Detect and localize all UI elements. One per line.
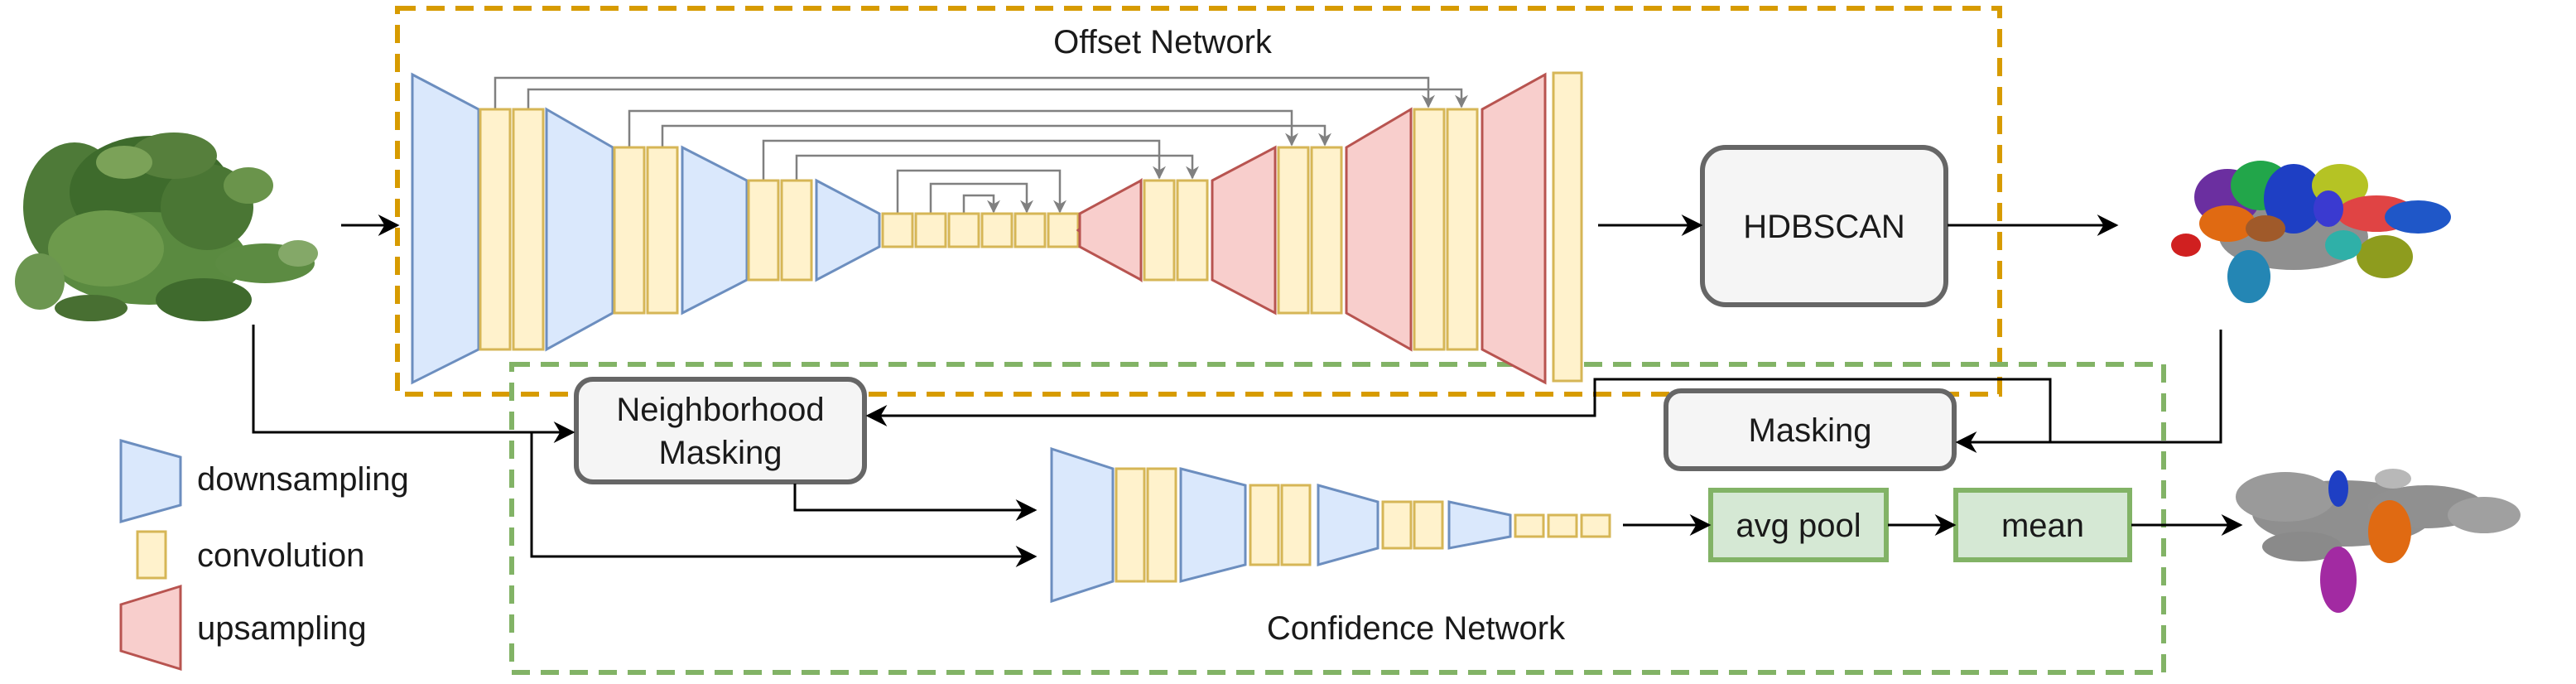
offset-network-title: Offset Network bbox=[1053, 24, 1273, 60]
convolution-block bbox=[512, 108, 545, 351]
convolution-block bbox=[1014, 212, 1047, 248]
convolution-block bbox=[1446, 108, 1479, 351]
upsampling-block bbox=[1211, 145, 1277, 316]
flow-arrows bbox=[252, 214, 2243, 567]
legend-downsampling-label: downsampling bbox=[197, 461, 409, 498]
upsampling-block bbox=[1481, 72, 1547, 385]
confidence-network-title: Confidence Network bbox=[1267, 610, 1566, 647]
arrow-input-to-neighborhood-masking bbox=[252, 325, 575, 443]
neighborhood-masking-label-line1: Neighborhood bbox=[616, 392, 824, 428]
convolution-block bbox=[1413, 108, 1446, 351]
convolution-block bbox=[1280, 484, 1312, 566]
convolution-block bbox=[914, 212, 947, 248]
convolution-block bbox=[1413, 500, 1444, 550]
confidence-network-frame bbox=[509, 362, 2166, 675]
convolution-block bbox=[1115, 467, 1146, 583]
downsampling-block bbox=[1050, 446, 1115, 604]
convolution-block bbox=[1176, 179, 1209, 282]
downsampling-block bbox=[545, 107, 614, 352]
convolution-block bbox=[1381, 500, 1413, 550]
arrow-masking-to-neighborhood-masking bbox=[865, 378, 2052, 442]
avg-pool-label: avg pool bbox=[1736, 508, 1861, 544]
hdbscan-box: HDBSCAN bbox=[1700, 145, 1948, 307]
mean-label: mean bbox=[2001, 508, 2084, 544]
convolution-block bbox=[646, 146, 679, 315]
convolution-block bbox=[479, 108, 512, 351]
offset-network-frame bbox=[395, 6, 2002, 397]
downsampling-block bbox=[1447, 500, 1512, 550]
upsampling-block bbox=[1078, 178, 1143, 282]
input-plant-image bbox=[15, 132, 318, 321]
downsampling-block bbox=[1179, 467, 1247, 583]
legend-downsampling-icon bbox=[119, 439, 182, 523]
convolution-block bbox=[780, 179, 813, 282]
offset-network-blocks bbox=[411, 71, 1583, 385]
convolution-block bbox=[1047, 212, 1080, 248]
confidence-network-blocks bbox=[1050, 446, 1611, 604]
convolution-block bbox=[1249, 484, 1280, 566]
convolution-block bbox=[1143, 179, 1176, 282]
hdbscan-label: HDBSCAN bbox=[1743, 209, 1905, 245]
convolution-block bbox=[1552, 71, 1583, 383]
neighborhood-masking-box: Neighborhood Masking bbox=[574, 377, 867, 484]
legend-upsampling-icon bbox=[119, 584, 182, 672]
downsampling-block bbox=[1317, 484, 1379, 566]
convolution-block bbox=[980, 212, 1014, 248]
downsampling-block bbox=[815, 178, 881, 282]
convolution-block bbox=[1514, 513, 1545, 538]
convolution-block bbox=[1310, 146, 1343, 315]
arrow-instances-to-masking bbox=[1955, 330, 2222, 453]
legend: downsampling convolution upsampling bbox=[119, 439, 409, 672]
avg-pool-box: avg pool bbox=[1708, 488, 1889, 562]
legend-convolution-icon bbox=[136, 530, 167, 580]
arrow-input-direct-to-confidence bbox=[530, 432, 1038, 567]
convolution-block bbox=[1580, 513, 1611, 538]
convolution-block bbox=[613, 146, 646, 315]
legend-upsampling-label: upsampling bbox=[197, 610, 367, 647]
masking-label: Masking bbox=[1749, 412, 1872, 449]
convolution-block bbox=[1547, 513, 1578, 538]
mean-box: mean bbox=[1953, 488, 2132, 562]
neighborhood-masking-label-line2: Masking bbox=[659, 435, 782, 471]
downsampling-block bbox=[681, 145, 749, 316]
upsampling-block bbox=[1345, 107, 1413, 352]
convolution-block bbox=[947, 212, 980, 248]
convolution-block bbox=[881, 212, 914, 248]
convolution-block bbox=[747, 179, 780, 282]
skip-connections bbox=[494, 76, 1468, 214]
confidence-result-image bbox=[2236, 469, 2521, 613]
instance-segmentation-image bbox=[2171, 161, 2451, 303]
downsampling-block bbox=[411, 72, 480, 385]
arrow-neighborhood-masking-to-confidence bbox=[793, 484, 1038, 521]
convolution-block bbox=[1146, 467, 1177, 583]
masking-box: Masking bbox=[1664, 388, 1957, 471]
legend-convolution-label: convolution bbox=[197, 537, 364, 574]
convolution-block bbox=[1277, 146, 1310, 315]
